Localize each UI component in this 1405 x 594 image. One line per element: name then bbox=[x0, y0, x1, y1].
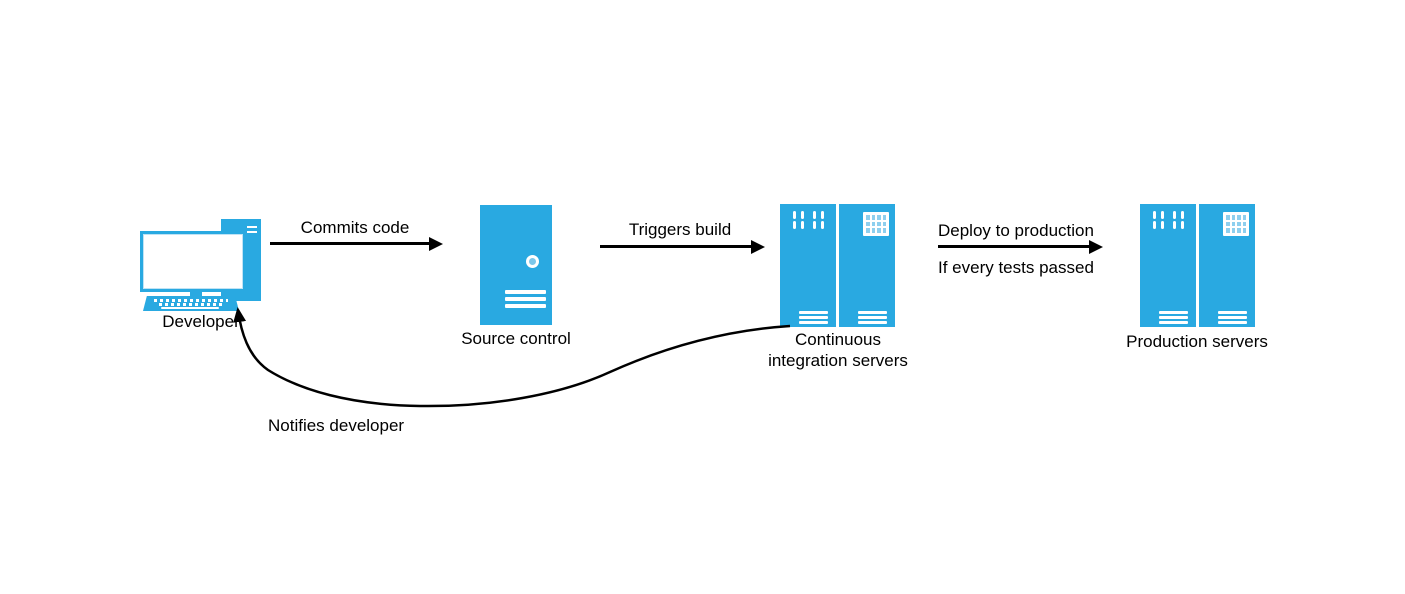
rack-slot-vents bbox=[1140, 211, 1196, 229]
edge-label-triggers-build: Triggers build bbox=[628, 220, 732, 239]
node-label-source-control: Source control bbox=[461, 329, 571, 348]
monitor-screen bbox=[143, 234, 243, 289]
server-rack-icon bbox=[1199, 204, 1255, 327]
rack-bottom-vents bbox=[1159, 311, 1188, 324]
arrow-ci-to-production bbox=[938, 239, 1103, 254]
rack-bottom-vents bbox=[799, 311, 828, 324]
server-rack-icon bbox=[780, 204, 836, 327]
rack-bottom-vents bbox=[858, 311, 887, 324]
monitor-stand bbox=[190, 292, 202, 297]
rack-grid-panel bbox=[863, 212, 889, 236]
arrow-developer-to-source bbox=[270, 236, 443, 251]
server-rack-icon bbox=[839, 204, 895, 327]
arrow-source-to-ci bbox=[600, 239, 765, 254]
desktop-computer-icon bbox=[140, 218, 265, 314]
server-tower-icon bbox=[480, 205, 552, 325]
rack-bottom-vents bbox=[1218, 311, 1247, 324]
node-label-production-servers: Production servers bbox=[1126, 332, 1268, 351]
edge-label-deploy: Deploy to production bbox=[938, 221, 1094, 240]
server-rack-icon bbox=[1140, 204, 1196, 327]
power-button-icon bbox=[526, 255, 539, 268]
edge-sublabel-condition: If every tests passed bbox=[938, 258, 1094, 277]
cpu-vent-line bbox=[247, 231, 257, 233]
node-label-developer: Developer bbox=[162, 312, 240, 331]
keyboard-keys bbox=[154, 299, 228, 302]
edge-label-notifies-developer: Notifies developer bbox=[268, 416, 405, 435]
server-vent-lines bbox=[505, 290, 546, 308]
keyboard-icon bbox=[143, 296, 239, 311]
keyboard-spacebar bbox=[161, 306, 219, 309]
keyboard-keys bbox=[159, 303, 223, 306]
edge-label-commits-code: Commits code bbox=[300, 218, 410, 237]
rack-slot-vents bbox=[780, 211, 836, 229]
rack-grid-panel bbox=[1223, 212, 1249, 236]
node-label-ci-servers: Continuous integration servers bbox=[768, 330, 908, 370]
cpu-vent-line bbox=[247, 226, 257, 228]
monitor-icon bbox=[140, 231, 246, 292]
